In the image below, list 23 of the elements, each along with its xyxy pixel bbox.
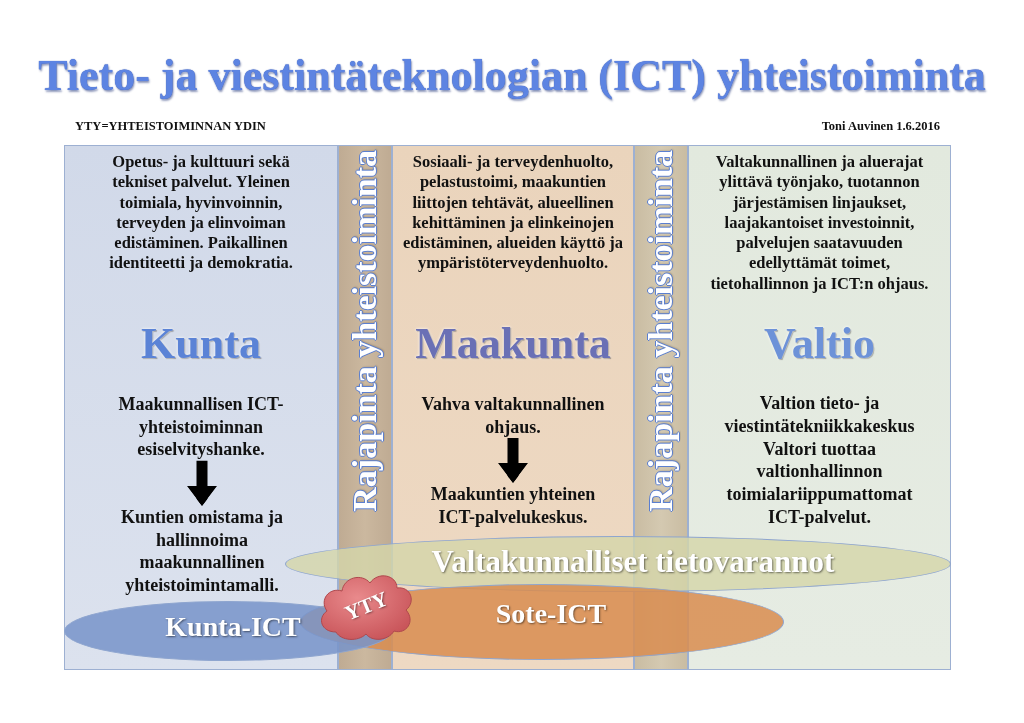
oval-label: Kunta-ICT xyxy=(165,610,301,644)
oval-label: Valtakunnalliset tietovarannot xyxy=(431,545,835,579)
step-text: Maakuntien yhteinen ICT-palvelukeskus. xyxy=(418,483,608,528)
band-label: Rajapinta yhteistoiminta xyxy=(346,150,384,512)
step-text: Vahva valtakunnallinen ohjaus. xyxy=(413,393,613,438)
step-text: Maakunnallisen ICT-yhteistoiminnan esiselvityshanke. xyxy=(101,393,301,461)
column-heading: Kunta xyxy=(141,319,261,369)
description-text: Opetus- ja kulttuuri sekä tekniset palvelut. Yleinen toimiala, hyvinvoinnin, terveyden ja elinvoiman edistäminen. Paikallinen identiteetti ja demokratia. xyxy=(108,152,294,274)
description-text: Sosiaali- ja terveydenhuolto, pelastustoimi, maakuntien liittojen tehtävät, alueellinen kehittäminen ja elinkeinojen edistäminen, alueiden käyttö ja ympäristöterveydenhuolto. xyxy=(402,152,624,274)
description-text: Valtakunnallinen ja aluerajat ylittävä työnjako, tuotannon järjestämisen linjaukset, laajakantoiset investoinnit, palvelujen saatavuuden edellyttämät toimet, tietohallinnon ja ICT:n ohjaus. xyxy=(709,152,930,295)
column-heading: Maakunta xyxy=(415,319,611,369)
band-label: Rajapinta yhteistoiminta xyxy=(642,150,680,512)
author-date: Toni Auvinen 1.6.2016 xyxy=(821,118,940,134)
cloud-label: YTY xyxy=(340,586,392,626)
column-panel xyxy=(64,145,338,670)
step-text: Kuntien omistama ja hallinnoima maakunnallinen yhteistoimintamalli. xyxy=(107,506,297,596)
oval-label: Sote-ICT xyxy=(495,597,607,631)
body-text: Valtion tieto- ja viestintätekniikkakeskus Valtori tuottaa valtionhallinnon toimialariippumattomat ICT-palvelut. xyxy=(723,392,916,529)
abbreviation-note: YTY=YHTEISTOIMINNAN YDIN xyxy=(75,118,266,134)
column-heading: Valtio xyxy=(764,319,875,369)
arrow xyxy=(498,438,528,483)
title: Tieto- ja viestintäteknologian (ICT) yhteistoiminta xyxy=(38,50,986,102)
arrow xyxy=(187,460,217,506)
